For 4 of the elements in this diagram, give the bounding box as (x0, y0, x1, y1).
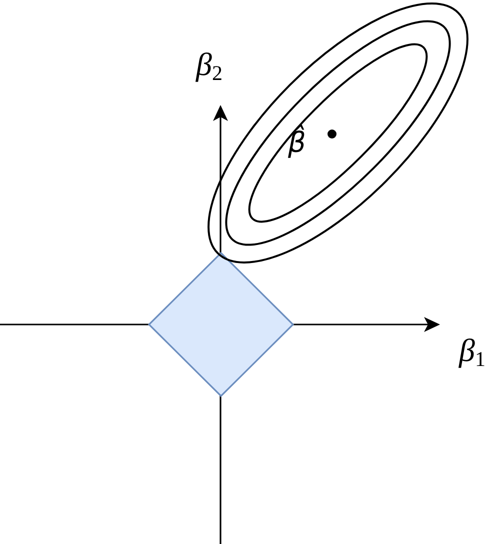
axis-label: β$_{1}$ (459, 334, 486, 366)
axis-label: β$_{2}$ (196, 48, 222, 80)
estimate-label: β̂ (288, 124, 306, 161)
constraint-diamond (148, 252, 294, 397)
